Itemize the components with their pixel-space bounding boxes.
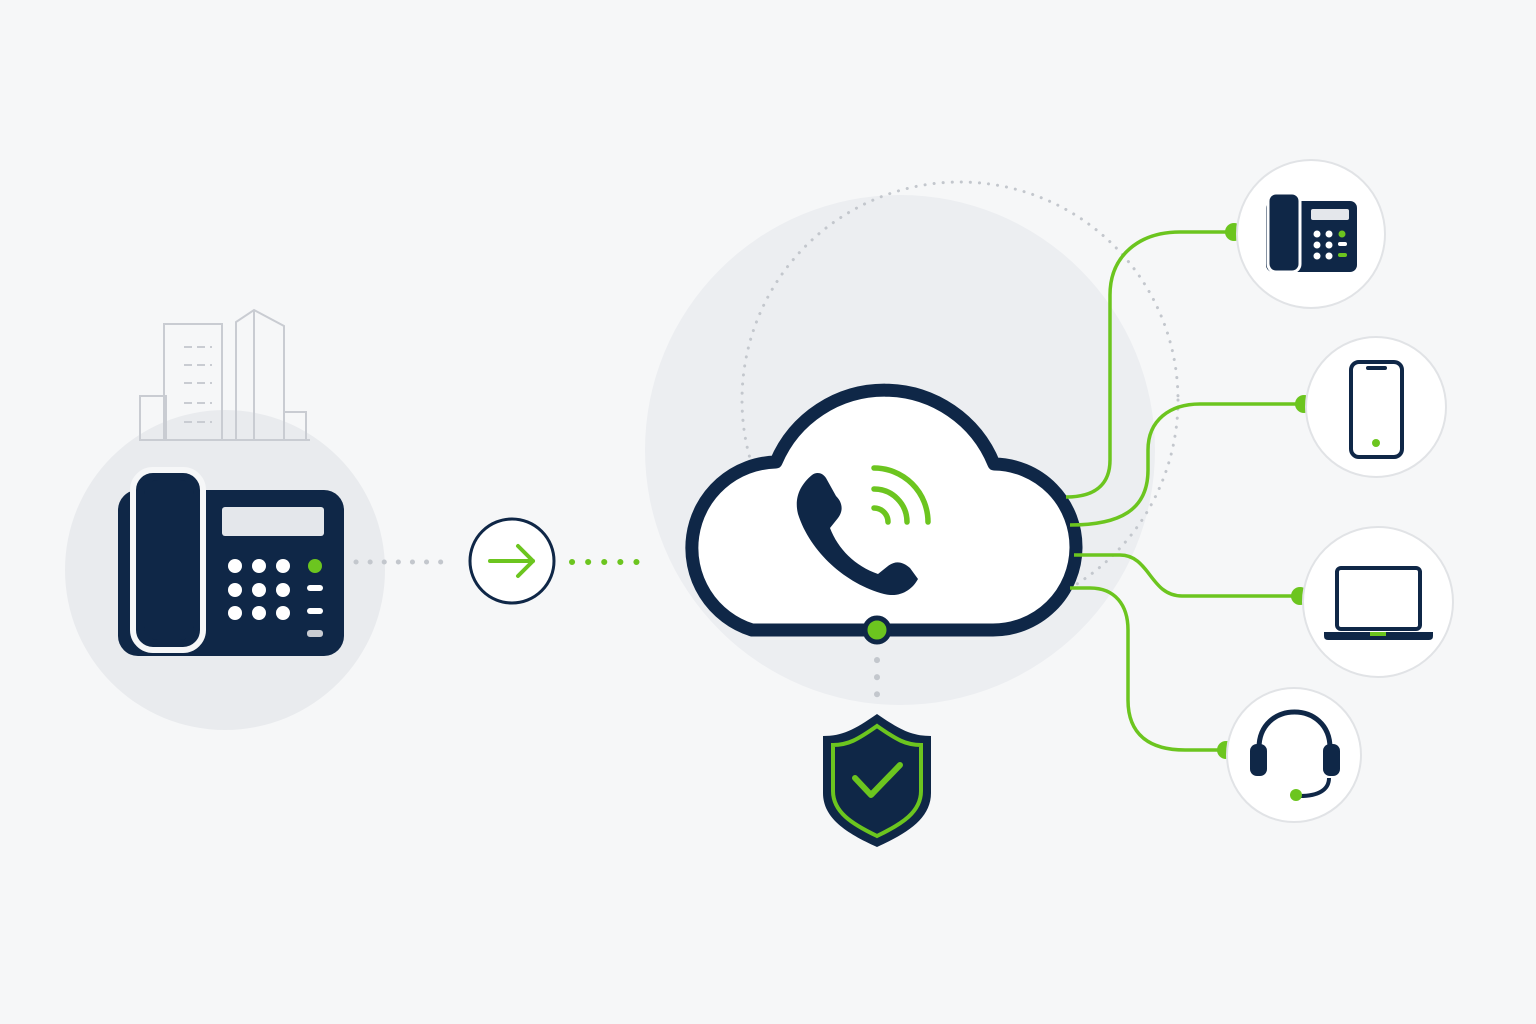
shield-check-icon xyxy=(823,714,931,847)
arrow-node xyxy=(468,517,556,605)
arrow-right-icon xyxy=(488,544,535,578)
phone-call-signal-icon xyxy=(796,465,931,596)
laptop-icon xyxy=(1324,566,1433,640)
endpoint-smartphone xyxy=(1305,336,1447,478)
hub-dotted-ring xyxy=(740,180,1180,620)
endpoint-desk-phone xyxy=(1236,159,1386,309)
source-node xyxy=(65,308,385,730)
office-building-icon xyxy=(139,308,310,441)
cloud-hub xyxy=(645,180,1180,705)
hub-connection-node xyxy=(862,615,892,645)
headset-icon xyxy=(1250,709,1340,801)
desk-phone-icon xyxy=(1266,191,1357,274)
connector-headset xyxy=(1070,586,1226,752)
endpoint-laptop xyxy=(1302,526,1454,678)
connector-desk-phone xyxy=(1065,230,1234,499)
endpoint-headset xyxy=(1226,687,1362,823)
connector-smartphone xyxy=(1069,402,1304,527)
connector-laptop xyxy=(1074,553,1300,598)
smartphone-icon xyxy=(1349,360,1404,459)
endpoint-connectors xyxy=(1065,230,1304,752)
desk-phone-icon xyxy=(118,467,344,656)
